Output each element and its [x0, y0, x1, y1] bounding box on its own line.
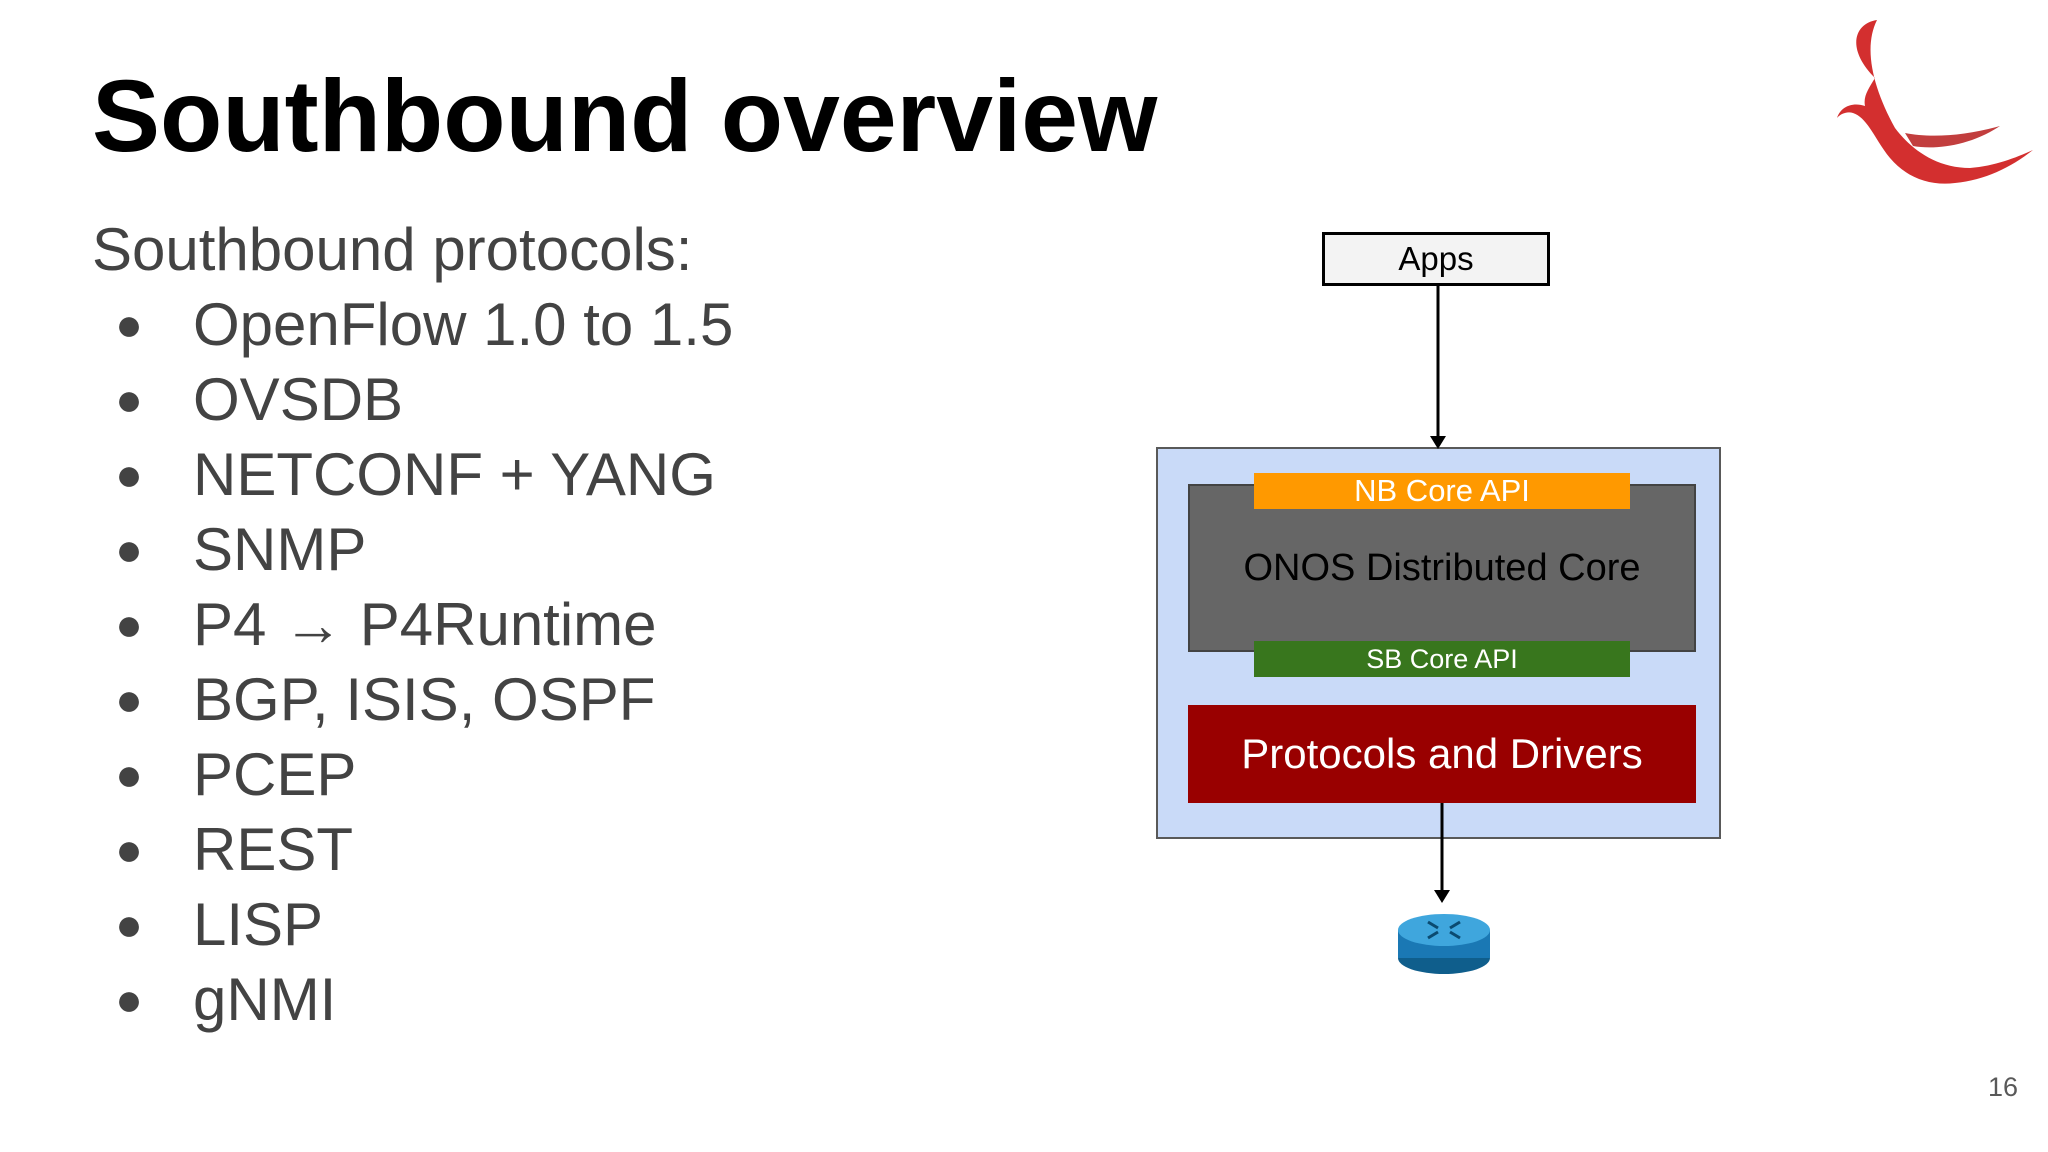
slide-title: Southbound overview — [92, 59, 1158, 173]
router-icon — [1398, 914, 1490, 974]
bird-logo-icon — [1837, 20, 2033, 184]
arrowhead-icon — [1434, 890, 1450, 903]
protocols-drivers-box: Protocols and Drivers — [1188, 705, 1696, 803]
page-number: 16 — [1987, 1072, 2018, 1102]
protocols-heading: Southbound protocols: — [92, 216, 693, 283]
bullet-icon: ● — [115, 823, 143, 875]
bullet-icon: ● — [115, 898, 143, 950]
bullet-icon: ● — [115, 523, 143, 575]
bullet-icon: ● — [115, 598, 143, 650]
bullet-icon: ● — [115, 448, 143, 500]
bullet-icon: ● — [115, 748, 143, 800]
apps-box: Apps — [1322, 232, 1550, 286]
bullet-icon: ● — [115, 673, 143, 725]
bullet-icon: ● — [115, 298, 143, 350]
arrowhead-icon — [1430, 436, 1446, 449]
sb-core-api-bar: SB Core API — [1254, 641, 1630, 677]
bullet-icon: ● — [115, 973, 143, 1025]
nb-core-api-bar: NB Core API — [1254, 473, 1630, 509]
bullet-icon: ● — [115, 373, 143, 425]
